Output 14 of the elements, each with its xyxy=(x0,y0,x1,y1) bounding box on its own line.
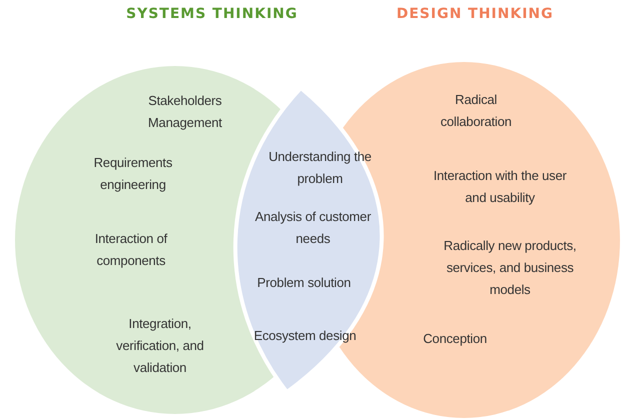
venn-item-text: Ecosystem design xyxy=(252,327,358,345)
set-heading: DESIGN THINKING xyxy=(395,6,555,22)
venn-item-text: Interaction with the user and usability xyxy=(432,167,568,207)
venn-item-text: Stakeholders Management xyxy=(147,92,223,132)
venn-item-text: Radically new products, services, and business models xyxy=(442,237,578,299)
venn-item-text: Integration, verification, and validation xyxy=(115,315,205,377)
set-heading: SYSTEMS THINKING xyxy=(125,6,299,22)
venn-item-text: Problem solution xyxy=(256,274,352,292)
venn-item-text: Requirements engineering xyxy=(92,154,174,194)
venn-item-text: Interaction of components xyxy=(94,230,168,270)
venn-item-text: Conception xyxy=(422,330,488,348)
venn-item-text: Analysis of customer needs xyxy=(254,208,372,248)
venn-item-text: Radical collaboration xyxy=(439,91,513,131)
venn-item-text: Understanding the problem xyxy=(268,148,372,188)
